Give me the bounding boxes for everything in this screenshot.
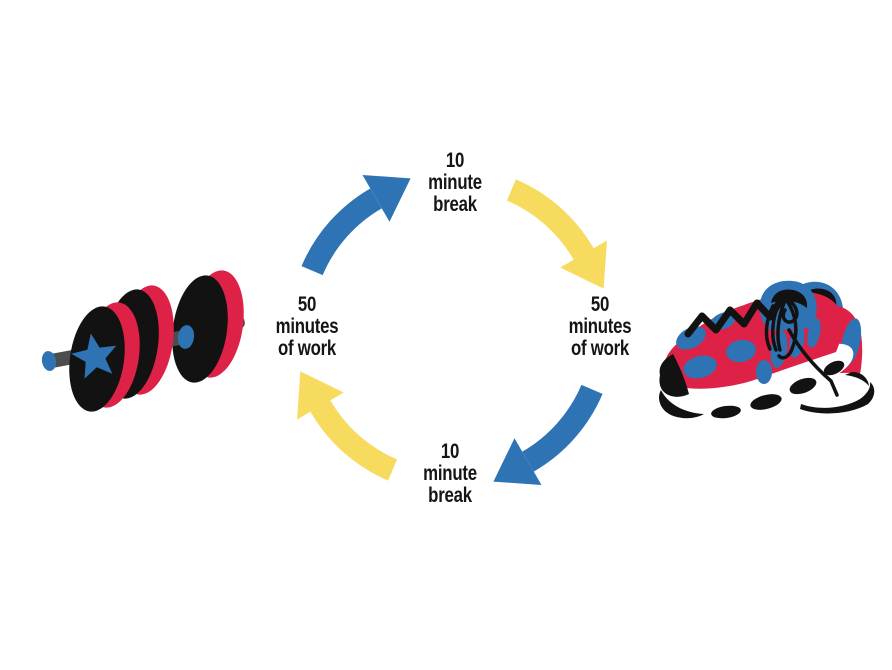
label-line: 50 [590, 293, 610, 316]
label-work-left: 50 minutes of work [242, 294, 372, 360]
front-shoe-blue-patch [683, 355, 717, 379]
front-shoe-tread [711, 405, 741, 419]
label-line: minute [423, 462, 477, 485]
label-line: 10 [445, 149, 465, 172]
label-line: 10 [440, 440, 460, 463]
back-shoe-tread [800, 382, 875, 414]
label-line: of work [277, 337, 337, 360]
arrow-top-left [301, 175, 411, 276]
bar-collar [177, 325, 195, 349]
front-shoe-tread [823, 360, 845, 376]
dumbbell-icon [41, 270, 245, 412]
front-shoe-tread [659, 390, 704, 419]
label-line: break [428, 484, 472, 507]
label-line: break [433, 193, 477, 216]
bar-end-cap [41, 351, 57, 371]
front-shoe-tread [750, 394, 782, 410]
dangling-laces [764, 298, 839, 397]
running-shoes-icon [659, 280, 875, 419]
arrow-bottom-left [297, 371, 398, 481]
front-shoe-blue-patch [676, 326, 706, 350]
label-work-right: 50 minutes of work [535, 294, 665, 360]
label-line: minutes [275, 315, 339, 338]
arrow-bottom-right [493, 384, 603, 485]
label-line: 50 [297, 293, 317, 316]
star-clamp [71, 333, 117, 379]
front-shoe [659, 280, 854, 419]
label-line: of work [570, 337, 630, 360]
front-shoe-toe-cap [659, 354, 689, 397]
label-break-bottom: 10 minute break [385, 441, 515, 507]
front-shoe-blue-patch [756, 360, 772, 384]
label-break-top: 10 minute break [390, 150, 520, 216]
right-plate-face [172, 275, 228, 383]
back-shoe-tread [845, 372, 869, 386]
cycle-arrows [297, 175, 607, 485]
arrow-top-right [506, 179, 607, 289]
front-shoe-tread [789, 377, 817, 395]
label-line: minute [428, 171, 482, 194]
label-line: minutes [568, 315, 632, 338]
front-shoe-blue-patch [726, 339, 756, 363]
